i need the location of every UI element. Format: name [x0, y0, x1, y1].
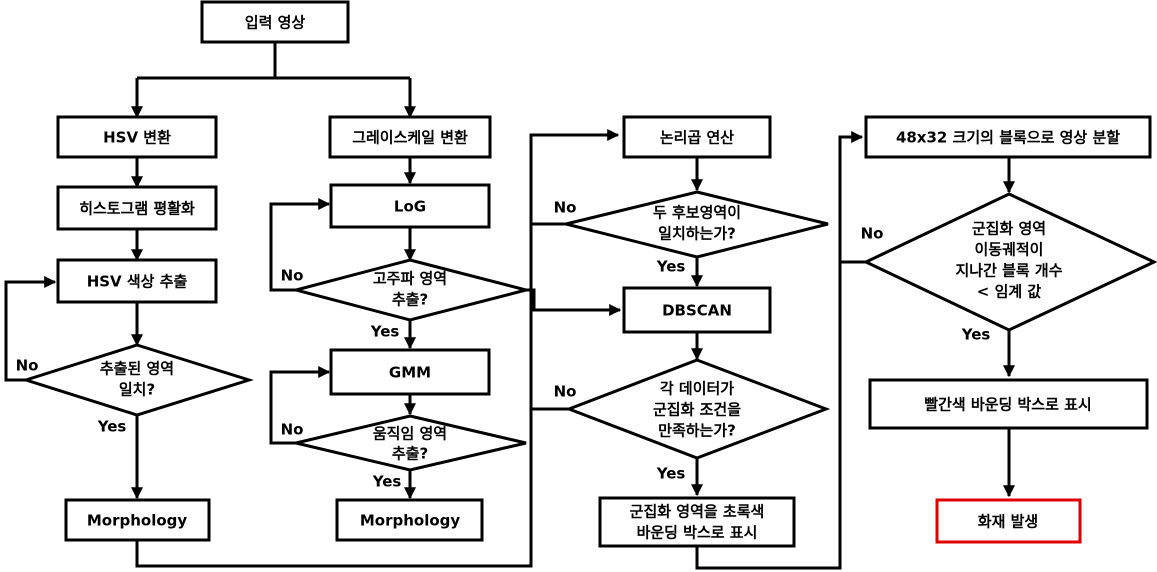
decision-highfreq-line-2: 추출? — [392, 291, 428, 309]
node-fire-alarm: 화재 발생 — [935, 498, 1082, 544]
node-grayscale: 그레이스케일 변환 — [328, 115, 492, 159]
branch-labels: No Yes No Yes No Yes No Yes No Yes No Ye… — [16, 199, 991, 491]
node-logic-and-label: 논리곱 연산 — [660, 129, 734, 147]
decision-extract-match-line-1: 추출된 영역 — [100, 360, 174, 378]
decision-candidate-match: 두 후보영역이 일치하는가? — [565, 190, 829, 259]
decision-motion: 움직임 영역 추출? — [295, 414, 527, 472]
node-morphology-mid: Morphology — [335, 498, 484, 542]
decision-data-cluster-line-2: 군집화 조건을 — [653, 401, 741, 419]
label-yes-motion: Yes — [372, 473, 402, 491]
node-logic-and: 논리곱 연산 — [622, 115, 772, 159]
node-input-image-label: 입력 영상 — [245, 14, 306, 32]
label-yes-highfreq: Yes — [370, 323, 400, 341]
decision-data-cluster-line-3: 만족하는가? — [658, 422, 736, 440]
node-hsv-extract: HSV 색상 추출 — [56, 258, 218, 304]
node-morphology-left-label: Morphology — [87, 512, 188, 530]
decision-candidate-match-line-2: 일치하는가? — [658, 225, 736, 243]
node-morphology-mid-label: Morphology — [360, 512, 461, 530]
node-gmm-label: GMM — [389, 364, 431, 382]
decision-trajectory-line-3: 지나간 블록 개수 — [955, 262, 1062, 280]
node-red-box: 빨간색 바운딩 박스로 표시 — [868, 378, 1149, 430]
decision-trajectory-line-2: 이동궤적이 — [974, 241, 1043, 259]
connector-match-no-loop — [4, 276, 57, 382]
decision-data-cluster: 각 데이터가 군집화 조건을 만족하는가? — [564, 358, 831, 460]
decision-extract-match-line-2: 일치? — [119, 381, 155, 399]
connector-highfreq-no-loop — [269, 198, 331, 292]
node-log-label: LoG — [394, 198, 426, 216]
decision-trajectory-line-4: < 임계 값 — [977, 283, 1042, 301]
connector-green-to-split — [695, 131, 864, 570]
node-block-split-label: 48x32 크기의 블록으로 영상 분할 — [896, 129, 1120, 147]
decision-trajectory-line-1: 군집화 영역 — [972, 220, 1046, 238]
node-hist-eq: 히스토그램 평활화 — [56, 185, 218, 231]
label-yes-trajectory: Yes — [961, 326, 991, 344]
node-hsv-extract-label: HSV 색상 추출 — [87, 273, 188, 291]
node-block-split: 48x32 크기의 블록으로 영상 분할 — [864, 115, 1152, 159]
node-green-box-line-1: 군집화 영역을 초록색 — [630, 503, 765, 521]
node-green-box: 군집화 영역을 초록색 바운딩 박스로 표시 — [598, 496, 796, 548]
decision-highfreq: 고주파 영역 추출? — [290, 258, 532, 322]
node-input-image: 입력 영상 — [200, 0, 350, 44]
node-dbscan: DBSCAN — [622, 286, 772, 334]
node-red-box-label: 빨간색 바운딩 박스로 표시 — [924, 396, 1091, 414]
decision-data-cluster-line-1: 각 데이터가 — [660, 380, 734, 398]
connector-highfreq-to-logic — [526, 288, 622, 316]
label-no-highfreq: No — [281, 267, 304, 285]
node-hist-eq-label: 히스토그램 평활화 — [79, 200, 195, 218]
node-dbscan-label: DBSCAN — [662, 302, 732, 320]
node-hsv-convert: HSV 변환 — [56, 115, 218, 159]
node-grayscale-label: 그레이스케일 변환 — [352, 129, 468, 147]
node-gmm: GMM — [329, 348, 491, 396]
decision-candidate-match-line-1: 두 후보영역이 — [653, 204, 741, 222]
node-green-box-line-2: 바운딩 박스로 표시 — [637, 524, 758, 542]
node-hsv-convert-label: HSV 변환 — [103, 129, 171, 147]
label-no-cluster: No — [554, 383, 577, 401]
decision-trajectory: 군집화 영역 이동궤적이 지나간 블록 개수 < 임계 값 — [862, 192, 1157, 332]
connector-morphs-merge — [135, 129, 620, 568]
connectors — [4, 42, 1015, 570]
node-log: LoG — [329, 183, 491, 229]
decision-motion-line-1: 움직임 영역 — [373, 425, 447, 443]
decision-extract-match: 추출된 영역 일치? — [21, 343, 255, 417]
label-yes-extract-match: Yes — [97, 418, 127, 436]
label-no-extract-match: No — [16, 357, 39, 375]
decision-highfreq-line-1: 고주파 영역 — [373, 270, 447, 288]
connector-motion-no-loop — [269, 366, 331, 445]
node-fire-alarm-label: 화재 발생 — [978, 513, 1038, 531]
label-no-motion: No — [281, 421, 304, 439]
label-no-candidate: No — [554, 199, 577, 217]
label-no-trajectory: No — [861, 225, 884, 243]
node-morphology-left: Morphology — [64, 498, 211, 542]
decision-motion-line-2: 추출? — [392, 445, 428, 463]
label-yes-cluster: Yes — [656, 465, 686, 483]
label-yes-candidate: Yes — [656, 258, 686, 276]
